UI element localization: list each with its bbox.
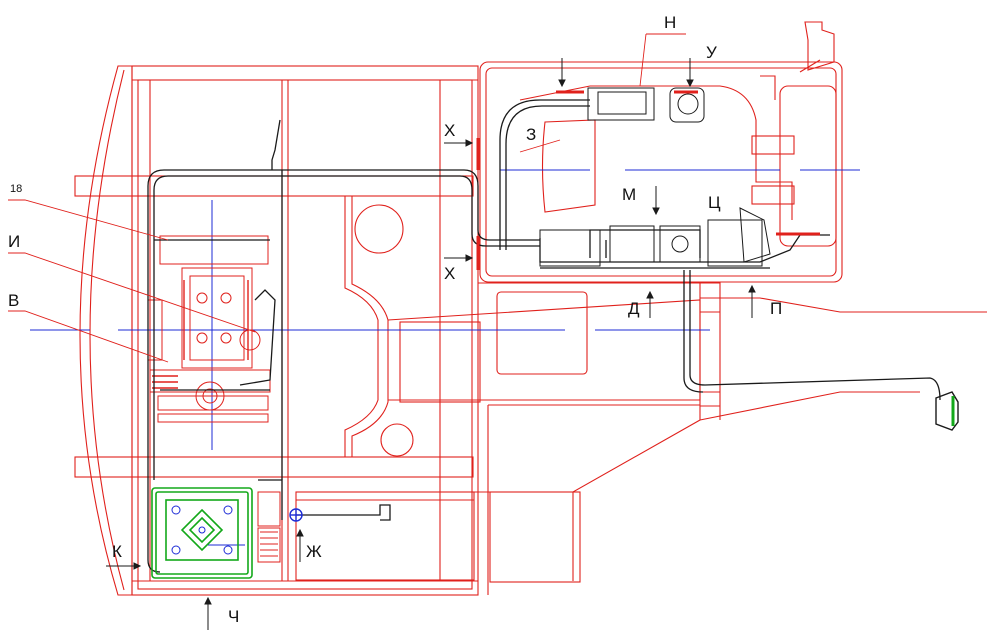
engine-hatching — [152, 280, 249, 389]
view-label-m: М — [622, 185, 637, 204]
rear-lamp — [935, 391, 959, 431]
callout-label-ts: Ц — [708, 193, 721, 212]
view-label-zh: Ж — [306, 542, 322, 561]
engine-assembly — [147, 235, 271, 423]
section-arrows — [106, 58, 756, 630]
section-label-kh-top: Х — [444, 121, 456, 140]
view-label-u: У — [706, 43, 717, 62]
view-label-p: П — [770, 299, 783, 318]
battery-cells — [171, 505, 233, 555]
wiring-harness — [147, 99, 941, 573]
leader-lines — [8, 33, 686, 363]
callout-label-18: 18 — [10, 183, 23, 195]
callout-label-v: В — [8, 291, 20, 310]
center-axis-lines — [30, 169, 860, 546]
cab-control-modules — [539, 87, 771, 267]
battery-box — [151, 487, 253, 579]
callout-label-i: И — [8, 232, 21, 251]
callout-label-z: З — [526, 125, 537, 144]
cab-red-elements — [476, 90, 820, 270]
view-label-ch: Ч — [228, 607, 240, 626]
fan-connector — [289, 508, 303, 522]
view-label-d: Д — [628, 299, 640, 318]
fuse-block — [257, 491, 281, 563]
section-label-kh-bottom: Х — [444, 264, 456, 283]
callout-label-n: Н — [664, 13, 677, 32]
view-label-k: К — [112, 542, 122, 561]
